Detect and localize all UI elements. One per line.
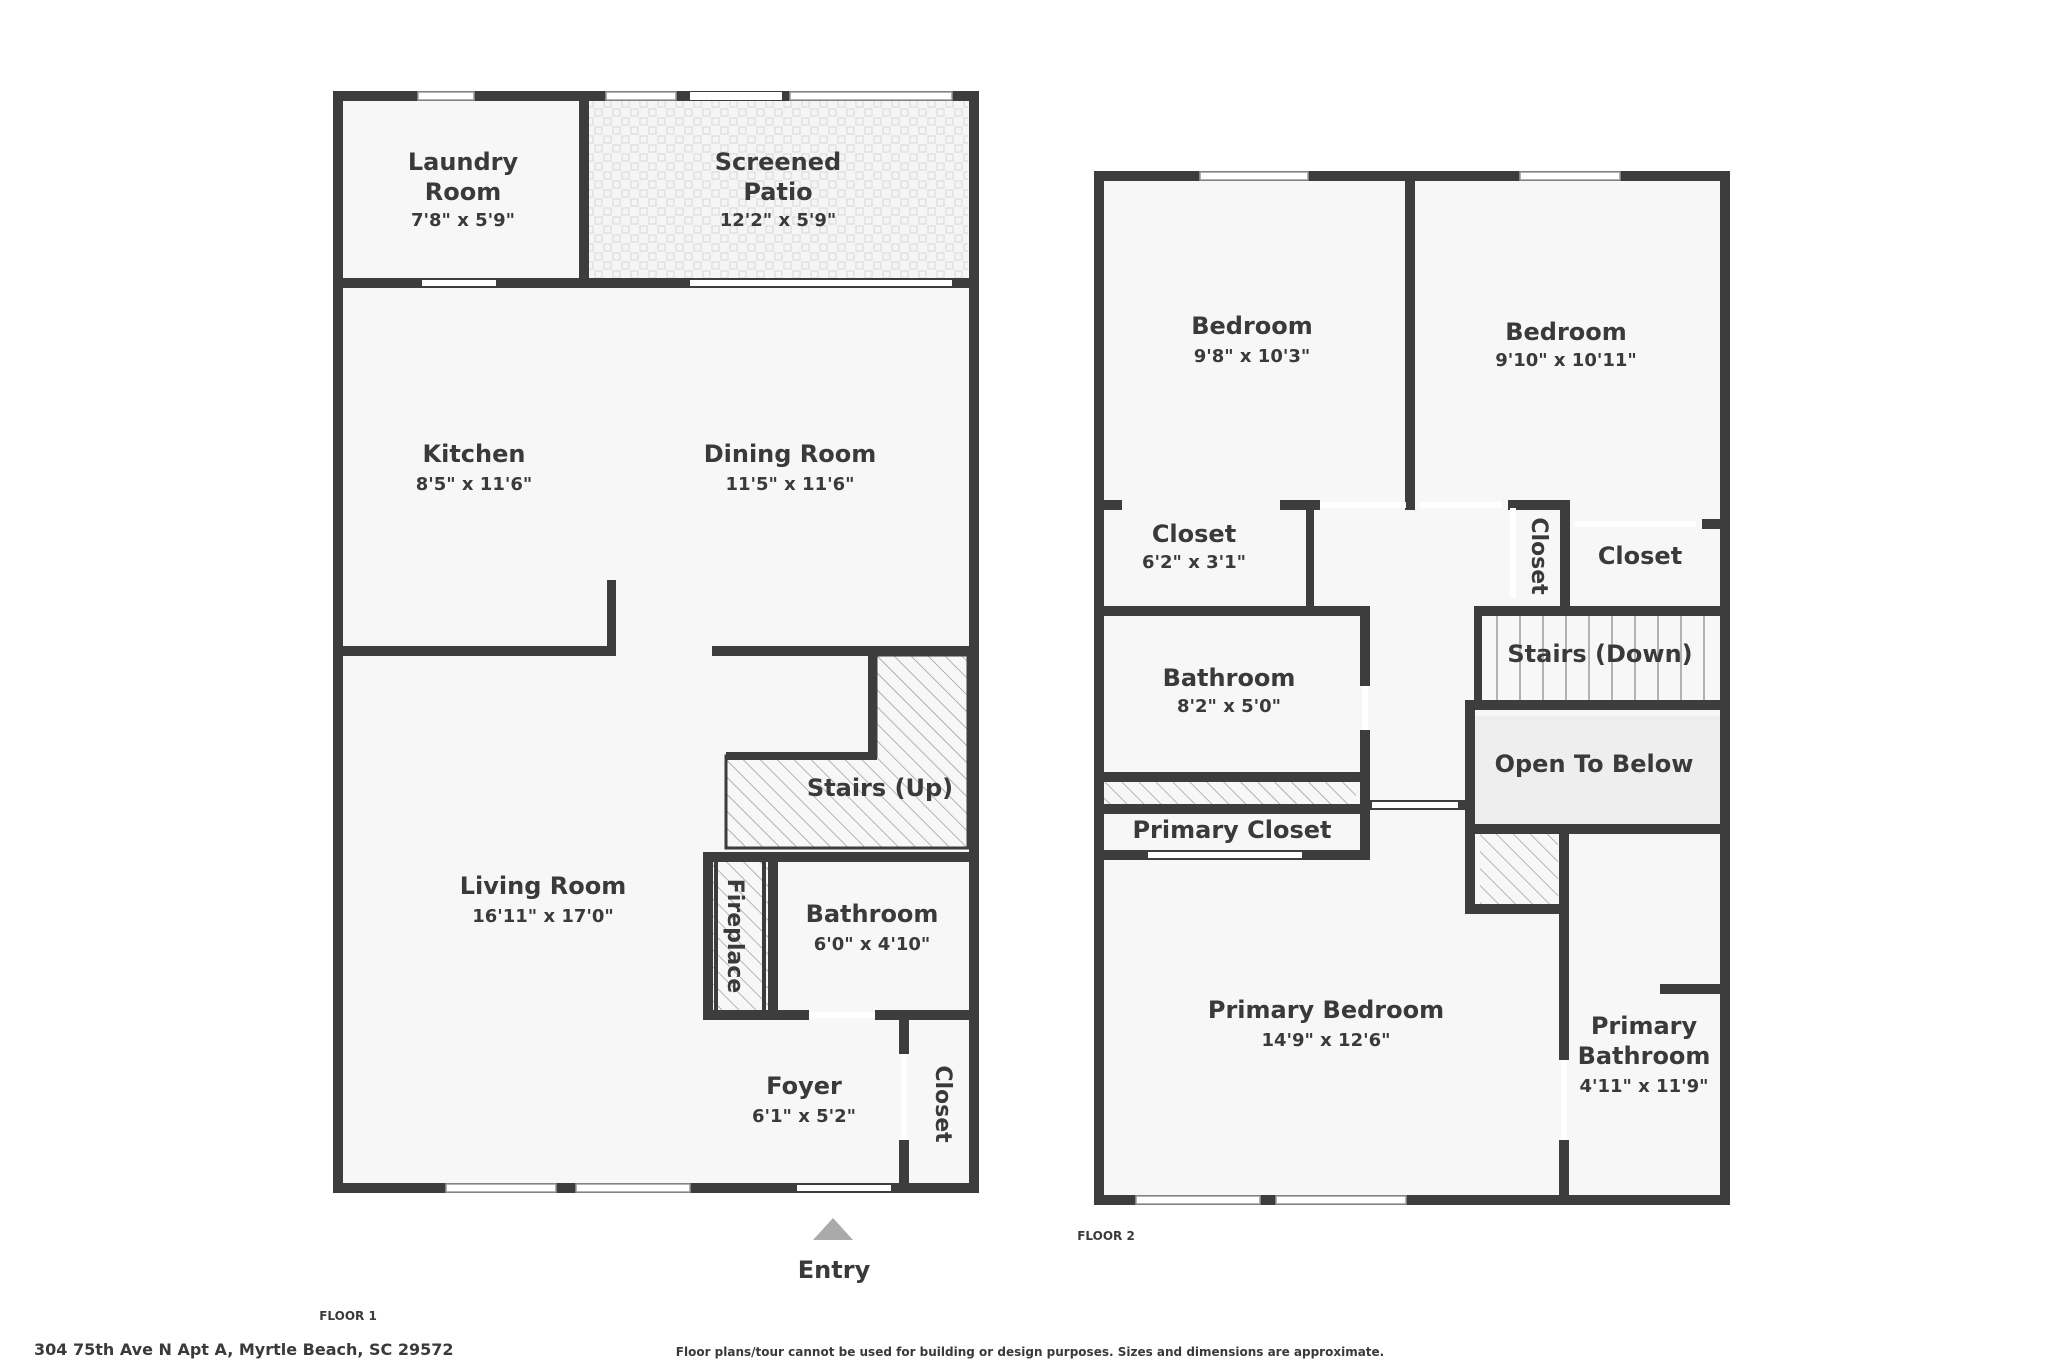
primary-bathroom-name: Primary bbox=[1591, 1012, 1698, 1040]
stairs-down-treads bbox=[1474, 614, 1720, 700]
floor-2-label: FLOOR 2 bbox=[1077, 1229, 1135, 1243]
dining-room-dim: 11'5" x 11'6" bbox=[725, 474, 854, 495]
fireplace-hatch bbox=[711, 860, 769, 1012]
floor-2-windows bbox=[1135, 171, 1621, 1205]
living-room-dim: 16'11" x 17'0" bbox=[472, 906, 614, 927]
entry-arrow-icon bbox=[813, 1218, 853, 1240]
bathroom-1-dim: 6'0" x 4'10" bbox=[814, 934, 931, 955]
floor-1-openings bbox=[422, 280, 952, 1191]
floor-1-plan bbox=[333, 91, 979, 1240]
bedroom-left-dim: 9'8" x 10'3" bbox=[1194, 346, 1311, 367]
dining-room-name: Dining Room bbox=[704, 440, 877, 468]
floor-2-plan bbox=[1094, 171, 1730, 1205]
foyer-dim: 6'1" x 5'2" bbox=[752, 1106, 856, 1127]
foyer-closet-name: Closet bbox=[930, 1065, 955, 1143]
open-to-below-floor bbox=[1474, 716, 1720, 824]
floor-1-label: FLOOR 1 bbox=[319, 1309, 377, 1323]
primary-bathroom-name-2: Bathroom bbox=[1578, 1042, 1711, 1070]
address-text: 304 75th Ave N Apt A, Myrtle Beach, SC 2… bbox=[34, 1340, 454, 1359]
open-to-below-name: Open To Below bbox=[1495, 750, 1694, 778]
bedroom-left-name: Bedroom bbox=[1191, 312, 1313, 340]
disclaimer-text: Floor plans/tour cannot be used for buil… bbox=[676, 1345, 1384, 1359]
primary-bedroom-name: Primary Bedroom bbox=[1208, 996, 1444, 1024]
kitchen-name: Kitchen bbox=[423, 440, 526, 468]
laundry-room-dim: 7'8" x 5'9" bbox=[411, 210, 515, 231]
primary-bedroom-dim: 14'9" x 12'6" bbox=[1261, 1030, 1390, 1051]
stairs-down-lines bbox=[1496, 616, 1705, 700]
foyer-name: Foyer bbox=[766, 1072, 842, 1100]
closet-left-dim: 6'2" x 3'1" bbox=[1142, 552, 1246, 573]
bathroom-2-dim: 8'2" x 5'0" bbox=[1177, 696, 1281, 717]
bedroom-right-name: Bedroom bbox=[1505, 318, 1627, 346]
bathroom-1-name: Bathroom bbox=[806, 900, 939, 928]
closet-vertical-name: Closet bbox=[1526, 517, 1551, 595]
laundry-room-name-2: Room bbox=[425, 178, 501, 206]
floor-2-openings bbox=[1148, 502, 1696, 1140]
chase-hatch bbox=[1480, 834, 1558, 908]
entry-label: Entry bbox=[798, 1256, 871, 1284]
bathroom-2-name: Bathroom bbox=[1163, 664, 1296, 692]
laundry-room-name: Laundry bbox=[408, 148, 519, 176]
primary-closet-name: Primary Closet bbox=[1132, 816, 1331, 844]
patio-name-2: Patio bbox=[743, 178, 812, 206]
linen-hatch bbox=[1104, 782, 1356, 804]
floor-1-labels: Laundry Room 7'8" x 5'9" Screened Patio … bbox=[319, 148, 955, 1323]
living-room-name: Living Room bbox=[460, 872, 626, 900]
kitchen-dim: 8'5" x 11'6" bbox=[416, 474, 533, 495]
primary-bathroom-dim: 4'11" x 11'9" bbox=[1579, 1076, 1708, 1097]
stairs-up-name: Stairs (Up) bbox=[807, 774, 953, 802]
bedroom-right-dim: 9'10" x 10'11" bbox=[1495, 350, 1637, 371]
patio-name: Screened bbox=[715, 148, 841, 176]
floor-1-windows bbox=[417, 91, 953, 1193]
closet-left-name: Closet bbox=[1152, 520, 1236, 548]
screened-patio-floor bbox=[588, 100, 968, 280]
patio-dim: 12'2" x 5'9" bbox=[720, 210, 837, 231]
closet-right-name: Closet bbox=[1598, 542, 1682, 570]
fireplace-name: Fireplace bbox=[722, 879, 747, 993]
footer: 304 75th Ave N Apt A, Myrtle Beach, SC 2… bbox=[34, 1340, 1384, 1359]
stairs-down-name: Stairs (Down) bbox=[1507, 640, 1692, 668]
floor-2-labels: Bedroom 9'8" x 10'3" Bedroom 9'10" x 10'… bbox=[1077, 312, 1710, 1243]
